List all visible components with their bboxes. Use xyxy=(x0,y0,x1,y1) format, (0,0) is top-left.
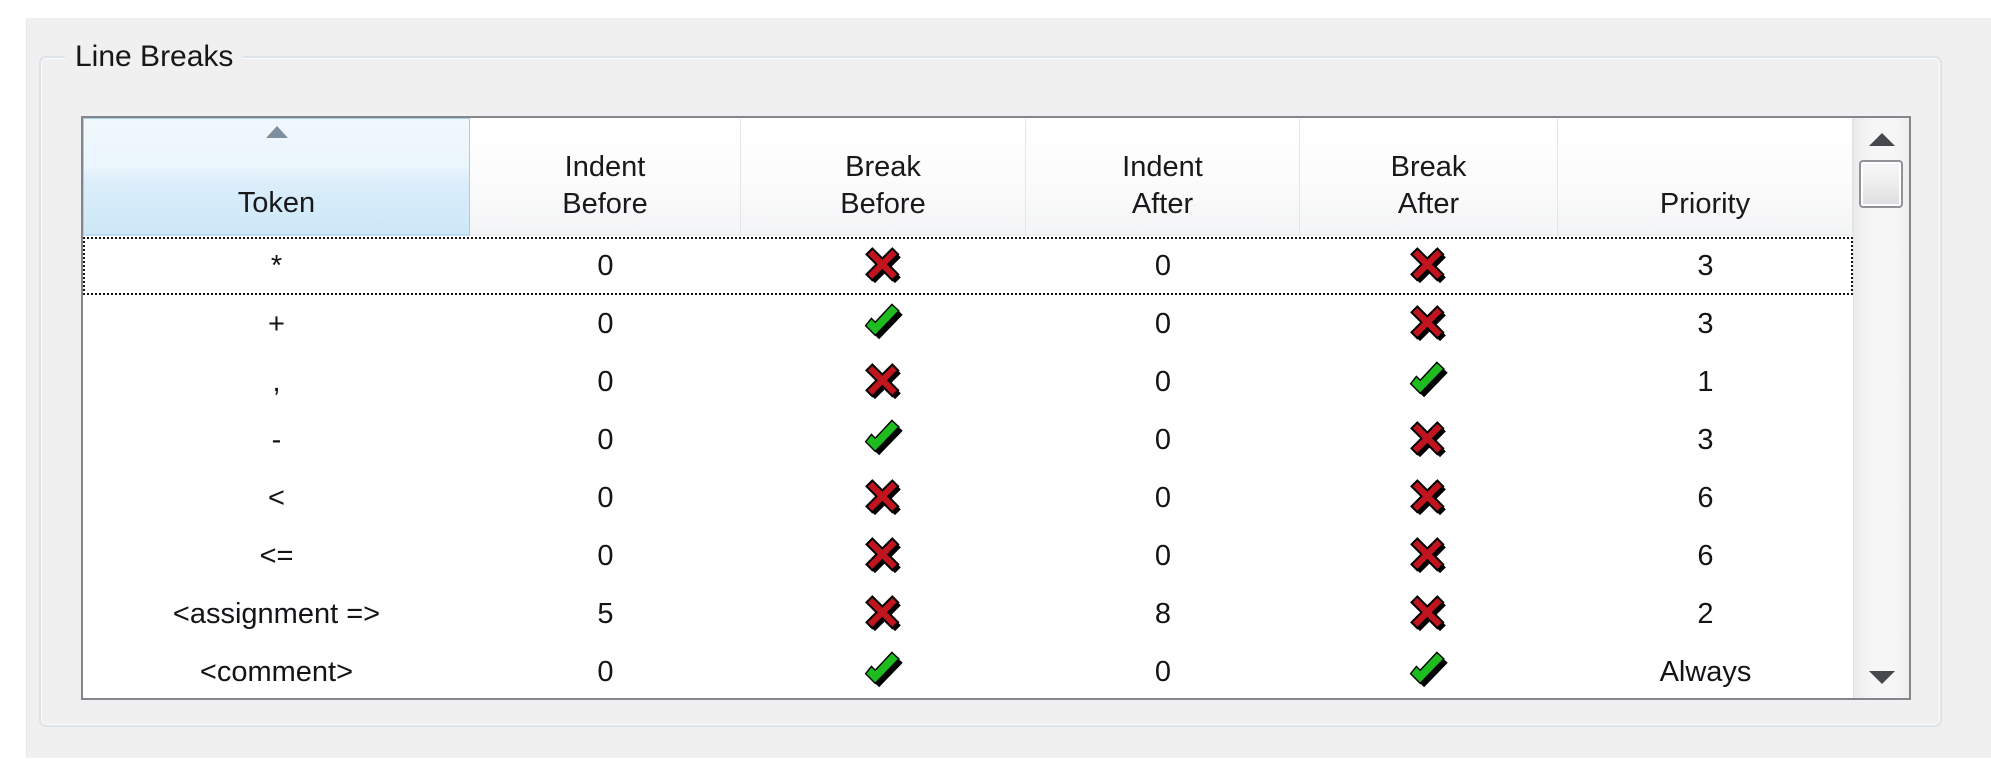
cell-break_after[interactable] xyxy=(1300,585,1558,643)
cell-break_before[interactable] xyxy=(741,237,1026,295)
cell-indent_after[interactable]: 0 xyxy=(1154,539,1172,572)
cell-priority[interactable]: 3 xyxy=(1697,423,1714,456)
column-header-break_before[interactable]: Break Before xyxy=(741,118,1026,236)
cell-indent_before[interactable]: 0 xyxy=(597,539,614,572)
scroll-down-icon xyxy=(1868,670,1895,684)
cross-icon xyxy=(1409,478,1449,518)
cell-token[interactable]: + xyxy=(268,307,285,340)
cell-indent_after[interactable]: 0 xyxy=(1154,307,1172,340)
cell-break_before[interactable] xyxy=(741,353,1026,411)
cell-priority[interactable]: Always xyxy=(1659,655,1752,688)
cell-break_before[interactable] xyxy=(741,643,1026,698)
grid-content: Token Indent Before Break Before Indent Aft… xyxy=(83,118,1853,698)
cell-priority[interactable]: 3 xyxy=(1697,249,1714,282)
cross-icon xyxy=(864,246,904,286)
check-icon xyxy=(1408,361,1450,403)
cell-token[interactable]: , xyxy=(272,365,281,398)
scroll-down-button[interactable] xyxy=(1854,656,1909,698)
column-header-label: Break Before xyxy=(840,151,926,220)
column-header-token[interactable]: Token xyxy=(83,118,470,236)
cell-token[interactable]: <comment> xyxy=(199,655,354,688)
cross-icon xyxy=(864,536,904,576)
sort-ascending-icon xyxy=(265,126,288,138)
cross-icon xyxy=(1409,246,1449,286)
cell-token[interactable]: - xyxy=(271,423,282,456)
scrollbar-thumb[interactable] xyxy=(1859,160,1903,208)
grid-row[interactable]: , 0 0 1 xyxy=(83,353,1853,411)
cross-icon xyxy=(864,594,904,634)
check-icon xyxy=(1408,651,1450,693)
cell-priority[interactable]: 1 xyxy=(1697,365,1714,398)
grid-row[interactable]: - 0 0 3 xyxy=(83,411,1853,469)
grid-header: Token Indent Before Break Before Indent Aft… xyxy=(83,118,1853,236)
groupbox-title: Line Breaks xyxy=(65,37,244,77)
cell-indent_after[interactable]: 8 xyxy=(1154,597,1172,630)
cross-icon xyxy=(864,362,904,402)
cell-indent_after[interactable]: 0 xyxy=(1154,423,1172,456)
cross-icon xyxy=(1409,536,1449,576)
cross-icon xyxy=(1409,420,1449,460)
cell-token[interactable]: < xyxy=(268,481,285,514)
cell-break_after[interactable] xyxy=(1300,643,1558,698)
cell-indent_after[interactable]: 0 xyxy=(1154,249,1172,282)
cell-break_before[interactable] xyxy=(741,527,1026,585)
grid-rows: *0 0 3+0 0 3,0 0 1-0 0 3<0 0 6<=0 0 6<as… xyxy=(83,236,1853,698)
grid-row[interactable]: <assignment => 5 8 2 xyxy=(83,585,1853,643)
cell-indent_before[interactable]: 0 xyxy=(597,481,614,514)
cell-token[interactable]: <assignment => xyxy=(172,597,381,630)
line-breaks-groupbox: Line Breaks Token Indent Before Break Befo… xyxy=(39,37,1942,727)
cell-break_after[interactable] xyxy=(1300,295,1558,353)
cell-break_before[interactable] xyxy=(741,295,1026,353)
cell-break_after[interactable] xyxy=(1300,469,1558,527)
cell-priority[interactable]: 2 xyxy=(1697,597,1714,630)
grid-row[interactable]: <0 0 6 xyxy=(83,469,1853,527)
grid-row[interactable]: * 0 0 3 xyxy=(83,237,1853,295)
cell-indent_before[interactable]: 5 xyxy=(597,597,614,630)
scroll-up-button[interactable] xyxy=(1854,118,1909,160)
grid-row[interactable]: +0 0 3 xyxy=(83,295,1853,353)
cross-icon xyxy=(864,478,904,518)
cell-priority[interactable]: 3 xyxy=(1697,307,1714,340)
column-header-priority[interactable]: Priority xyxy=(1558,118,1853,236)
line-breaks-grid[interactable]: Token Indent Before Break Before Indent Aft… xyxy=(81,116,1911,700)
check-icon xyxy=(863,651,905,693)
check-icon xyxy=(863,419,905,461)
cell-break_after[interactable] xyxy=(1300,527,1558,585)
cell-indent_before[interactable]: 0 xyxy=(597,307,614,340)
cell-token[interactable]: <= xyxy=(259,539,294,572)
grid-row[interactable]: <comment> 0 0 Always xyxy=(83,643,1853,698)
column-header-label: Indent After xyxy=(1122,151,1203,220)
cell-indent_after[interactable]: 0 xyxy=(1154,365,1172,398)
column-header-label: Priority xyxy=(1659,188,1751,220)
cell-break_after[interactable] xyxy=(1300,353,1558,411)
cell-indent_before[interactable]: 0 xyxy=(597,423,614,456)
column-header-label: Token xyxy=(237,187,316,219)
cell-indent_before[interactable]: 0 xyxy=(597,249,614,282)
cell-break_before[interactable] xyxy=(741,585,1026,643)
cell-token[interactable]: * xyxy=(270,249,283,282)
scroll-up-icon xyxy=(1868,132,1895,146)
cell-break_before[interactable] xyxy=(741,411,1026,469)
cell-break_after[interactable] xyxy=(1300,411,1558,469)
cell-priority[interactable]: 6 xyxy=(1697,539,1714,572)
column-header-indent_before[interactable]: Indent Before xyxy=(470,118,741,236)
column-header-break_after[interactable]: Break After xyxy=(1300,118,1558,236)
vertical-scrollbar[interactable] xyxy=(1853,118,1909,698)
cell-break_before[interactable] xyxy=(741,469,1026,527)
grid-row[interactable]: <= 0 0 6 xyxy=(83,527,1853,585)
column-header-label: Break After xyxy=(1390,151,1467,220)
cell-indent_after[interactable]: 0 xyxy=(1154,481,1172,514)
cell-break_after[interactable] xyxy=(1300,237,1558,295)
cross-icon xyxy=(1409,304,1449,344)
cell-indent_before[interactable]: 0 xyxy=(597,365,614,398)
check-icon xyxy=(863,303,905,345)
cross-icon xyxy=(1409,594,1449,634)
cell-priority[interactable]: 6 xyxy=(1697,481,1714,514)
column-header-indent_after[interactable]: Indent After xyxy=(1026,118,1300,236)
settings-panel: Line Breaks Token Indent Before Break Befo… xyxy=(26,18,1991,758)
cell-indent_before[interactable]: 0 xyxy=(597,655,614,688)
column-header-label: Indent Before xyxy=(562,151,648,220)
cell-indent_after[interactable]: 0 xyxy=(1154,655,1172,688)
